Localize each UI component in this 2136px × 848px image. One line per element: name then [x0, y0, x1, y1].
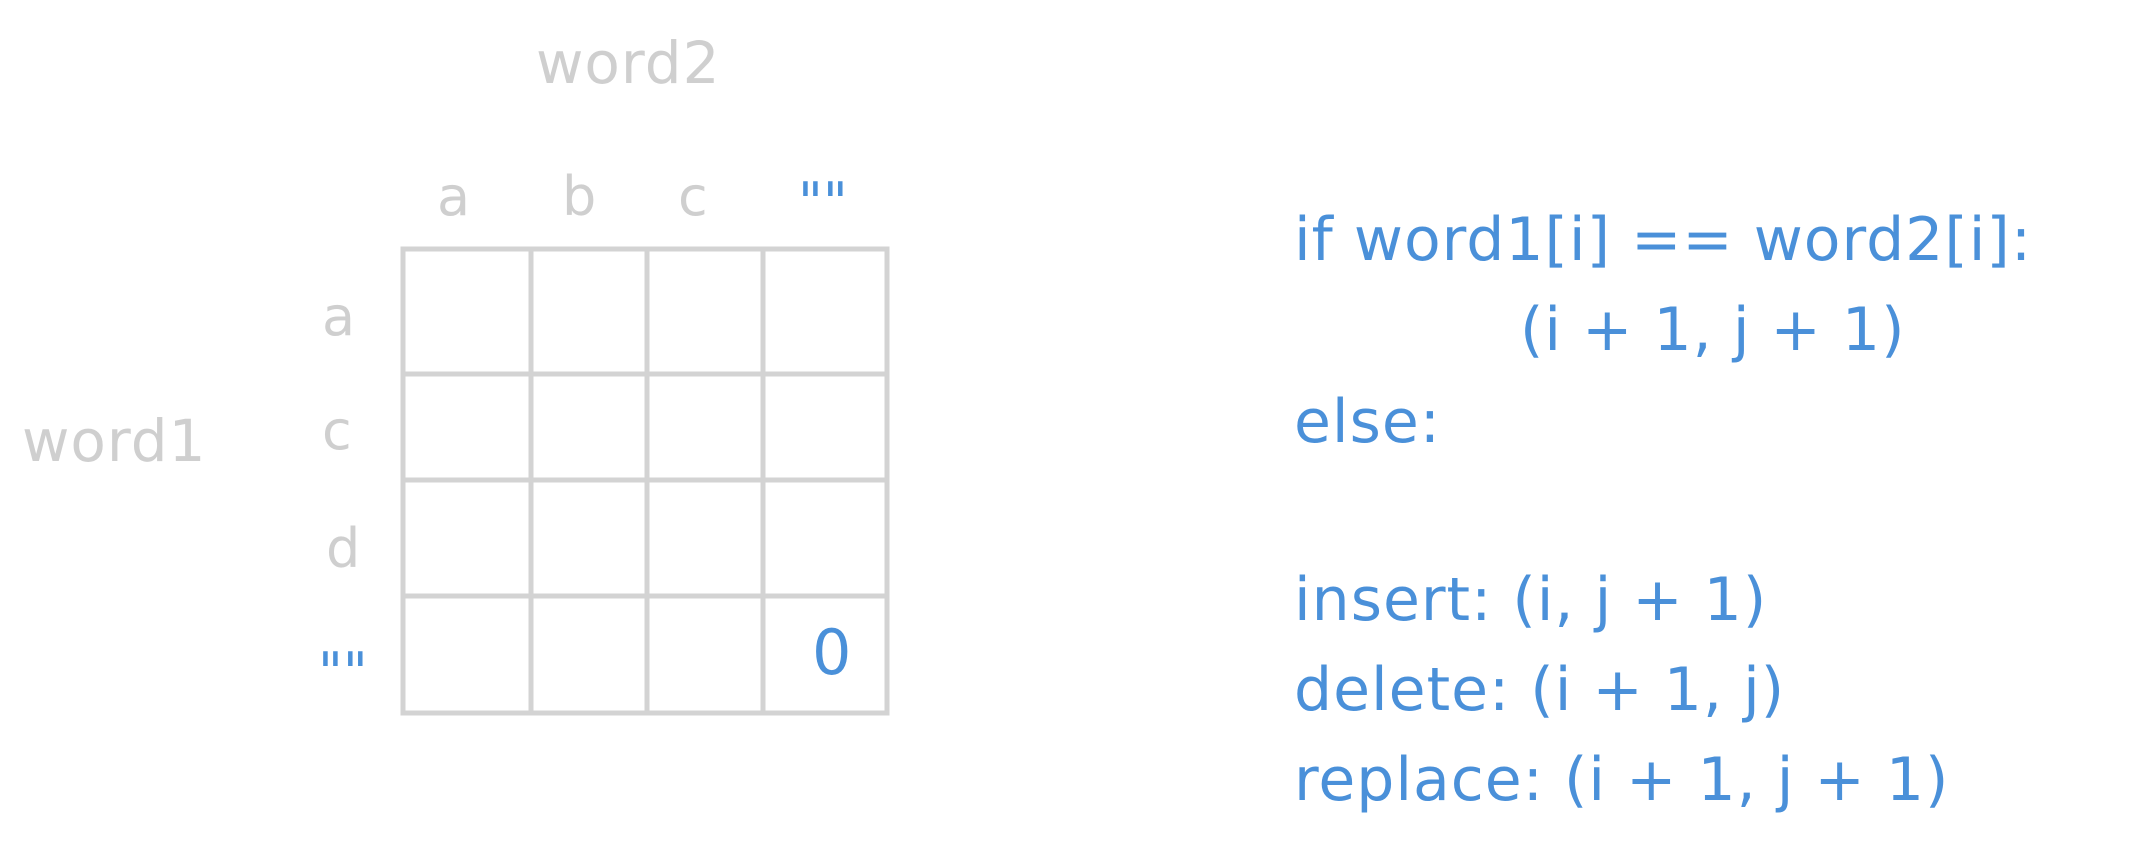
code-line-insert: insert: (i, j + 1) [1294, 565, 1768, 635]
code-line-if: if word1[i] == word2[i]: [1294, 205, 2033, 275]
dp-table-grid [400, 246, 890, 716]
row-header-d: d [326, 517, 361, 580]
column-header-b: b [562, 165, 597, 228]
code-line-else: else: [1294, 387, 1441, 457]
code-line-delete: delete: (i + 1, j) [1294, 655, 1786, 725]
row-header-c: c [322, 399, 352, 462]
column-header-a: a [437, 165, 471, 228]
code-line-replace: replace: (i + 1, j + 1) [1294, 745, 1950, 815]
column-header-c: c [678, 165, 708, 228]
word2-label: word2 [536, 29, 721, 97]
column-header-empty-string: "" [798, 171, 848, 234]
row-header-empty-string: "" [318, 641, 368, 704]
code-line-match-transition: (i + 1, j + 1) [1520, 295, 1906, 365]
row-header-a: a [322, 285, 356, 348]
word1-label: word1 [22, 407, 207, 475]
base-case-cell-value: 0 [812, 616, 852, 689]
